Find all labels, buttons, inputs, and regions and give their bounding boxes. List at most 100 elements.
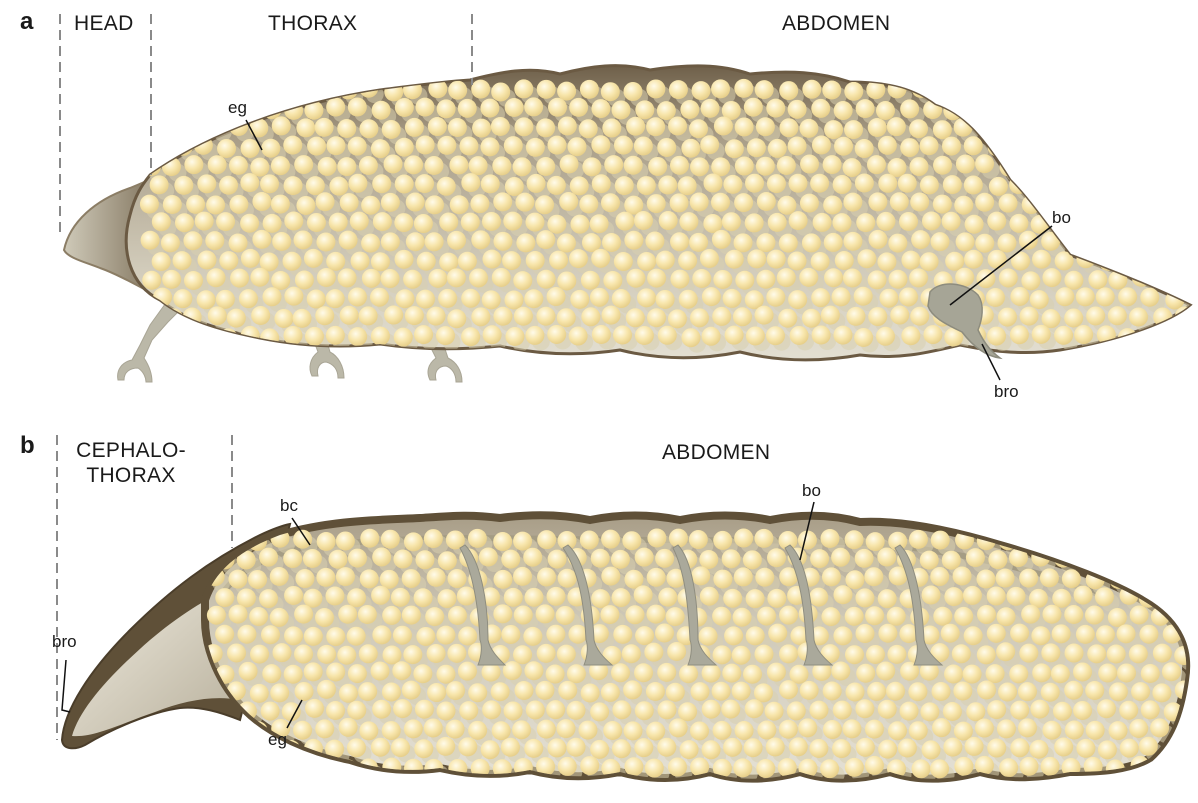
egg [722,212,741,231]
egg [274,309,293,328]
egg [591,99,610,118]
egg [810,174,829,193]
egg [372,547,391,566]
egg-shadow [1127,105,1145,123]
egg-shadow [1161,238,1179,256]
egg [403,80,422,99]
egg [689,530,708,549]
egg [800,155,819,174]
egg [437,177,456,196]
egg [471,307,490,326]
egg [975,234,994,253]
egg [237,588,256,607]
egg [823,196,842,215]
egg [504,291,523,310]
egg [581,683,600,702]
egg [799,119,818,138]
egg [480,99,499,118]
egg [1041,155,1060,174]
egg [657,700,676,719]
egg [1086,306,1105,325]
egg [734,79,753,98]
egg [326,136,345,155]
egg [325,587,344,606]
egg [754,683,773,702]
egg [845,530,864,549]
egg [637,176,656,195]
egg [293,721,312,740]
egg [699,550,718,569]
egg [381,530,400,549]
egg [1141,139,1160,158]
egg [295,271,314,290]
egg [1107,156,1126,175]
egg [831,661,850,680]
egg [1042,268,1061,287]
egg [547,738,566,757]
egg [681,139,700,158]
region-label-head: HEAD [74,11,134,36]
egg [372,625,391,644]
egg [876,327,895,346]
egg [802,80,821,99]
egg [336,531,355,550]
egg [152,252,171,271]
egg [513,271,532,290]
egg-shadow [1094,88,1112,106]
egg [482,250,501,269]
egg [250,684,269,703]
egg [899,212,918,231]
egg [909,157,928,176]
egg [205,231,224,250]
egg [295,569,314,588]
egg [305,327,324,346]
egg [493,192,512,211]
egg [734,233,753,252]
egg [713,531,732,550]
egg [424,529,443,548]
egg [1176,270,1195,289]
egg [547,136,566,155]
egg-shadow [1182,240,1198,258]
egg [670,156,689,175]
egg [646,605,665,624]
egg [580,80,599,99]
egg [282,252,301,271]
egg [350,212,369,231]
egg [941,624,960,643]
egg [581,271,600,290]
egg-shadow [994,107,1012,125]
region-label-abdomen-b: ABDOMEN [662,440,770,465]
region-label-thorax-b: THORAX [72,463,190,488]
egg [427,683,446,702]
egg [304,627,323,646]
egg [227,309,246,328]
egg [1073,701,1092,720]
egg [692,81,711,100]
egg [1118,214,1137,233]
egg-shadow [202,333,220,351]
egg [340,306,359,325]
egg [868,192,887,211]
egg [1151,532,1170,551]
egg [537,80,556,99]
egg [965,737,984,756]
egg [657,663,676,682]
egg [337,157,356,176]
egg [699,627,718,646]
egg [317,532,336,551]
egg [622,531,641,550]
egg [1109,196,1128,215]
egg [557,82,576,101]
egg [173,326,192,345]
egg [1097,699,1116,718]
egg [1030,700,1049,719]
egg [879,289,898,308]
egg [537,567,556,586]
egg [623,82,642,101]
egg-shadow [1147,145,1165,163]
egg [262,100,281,119]
egg [271,195,290,214]
egg [1009,175,1028,194]
egg [865,720,884,739]
